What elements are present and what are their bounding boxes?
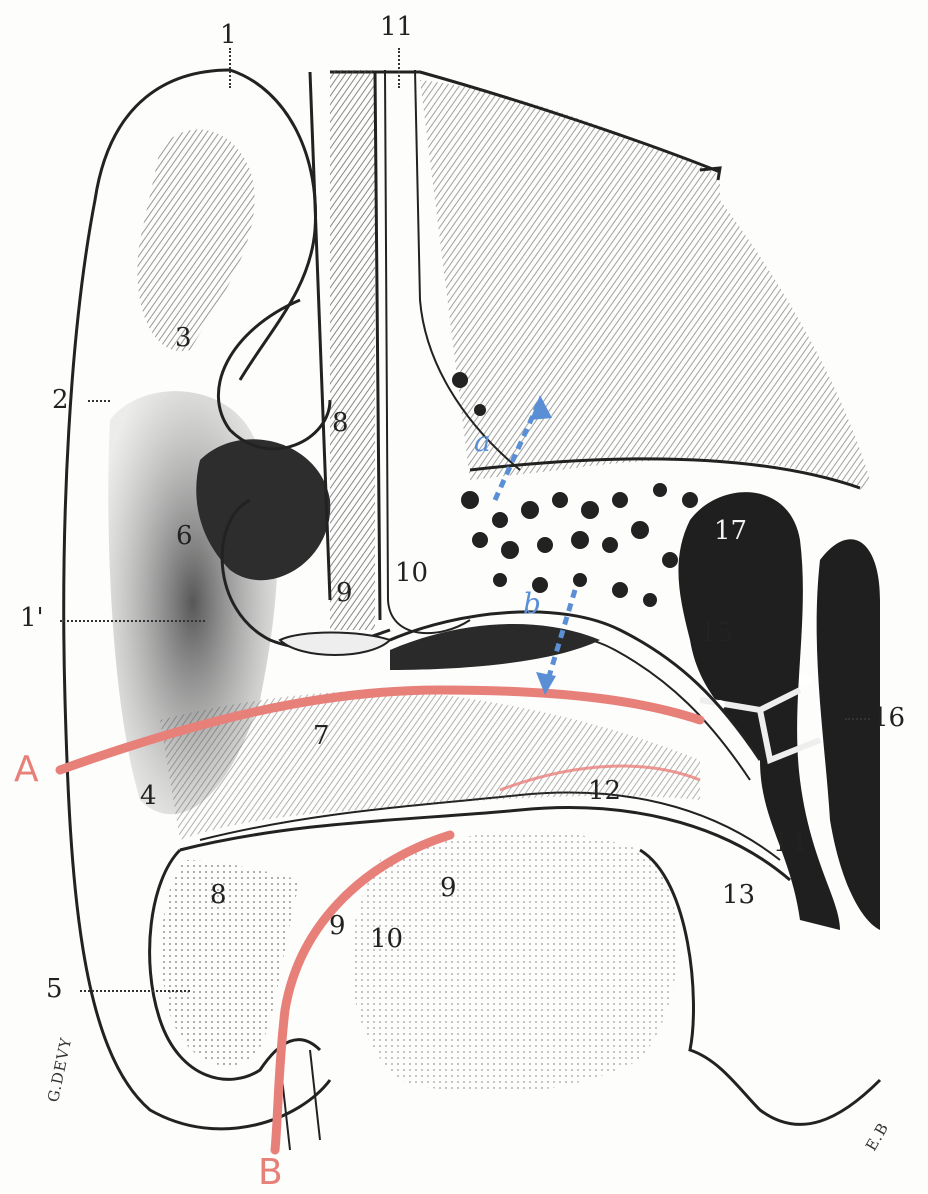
vertical-canal-dark <box>330 70 375 630</box>
label-9-lower-left: 9 <box>329 913 346 939</box>
parotid-gland <box>351 832 677 1093</box>
label-14: 14 <box>773 830 806 856</box>
label-9-upper: 9 <box>336 580 353 606</box>
label-11: 11 <box>380 14 413 40</box>
label-15: 15 <box>700 620 733 646</box>
label-8-lower: 8 <box>210 882 227 908</box>
label-10-upper: 10 <box>395 560 428 586</box>
leader-2 <box>88 400 110 402</box>
helix-shading <box>137 130 254 352</box>
label-8-upper: 8 <box>332 410 349 436</box>
label-A: A <box>14 752 39 788</box>
leader-11 <box>398 48 400 88</box>
leader-1p <box>60 620 205 622</box>
label-1-prime: 1' <box>20 605 44 631</box>
leader-16 <box>845 718 870 720</box>
label-9-lower-right: 9 <box>440 875 457 901</box>
label-2: 2 <box>52 387 69 413</box>
label-16: 16 <box>872 705 905 731</box>
label-3: 3 <box>175 325 192 351</box>
leader-5 <box>80 990 190 992</box>
label-1: 1 <box>220 22 237 48</box>
label-b: b <box>523 590 541 618</box>
label-10-lower: 10 <box>370 926 403 952</box>
label-13: 13 <box>722 882 755 908</box>
label-a: a <box>474 428 491 456</box>
neck-channel <box>280 1050 320 1150</box>
cartilage-inner <box>280 633 390 656</box>
label-B: B <box>258 1155 283 1191</box>
label-7: 7 <box>313 723 330 749</box>
label-6: 6 <box>176 523 193 549</box>
ossicle-head-2 <box>799 674 811 686</box>
canal-dark-band <box>390 624 600 670</box>
label-5: 5 <box>46 976 63 1002</box>
label-12: 12 <box>588 778 621 804</box>
vertical-canal-wall-right <box>375 72 380 620</box>
leader-1 <box>229 48 231 88</box>
label-4: 4 <box>140 783 157 809</box>
label-17: 17 <box>714 518 747 544</box>
inner-ear-dark-right <box>817 539 880 930</box>
parotid-outline <box>640 850 880 1124</box>
